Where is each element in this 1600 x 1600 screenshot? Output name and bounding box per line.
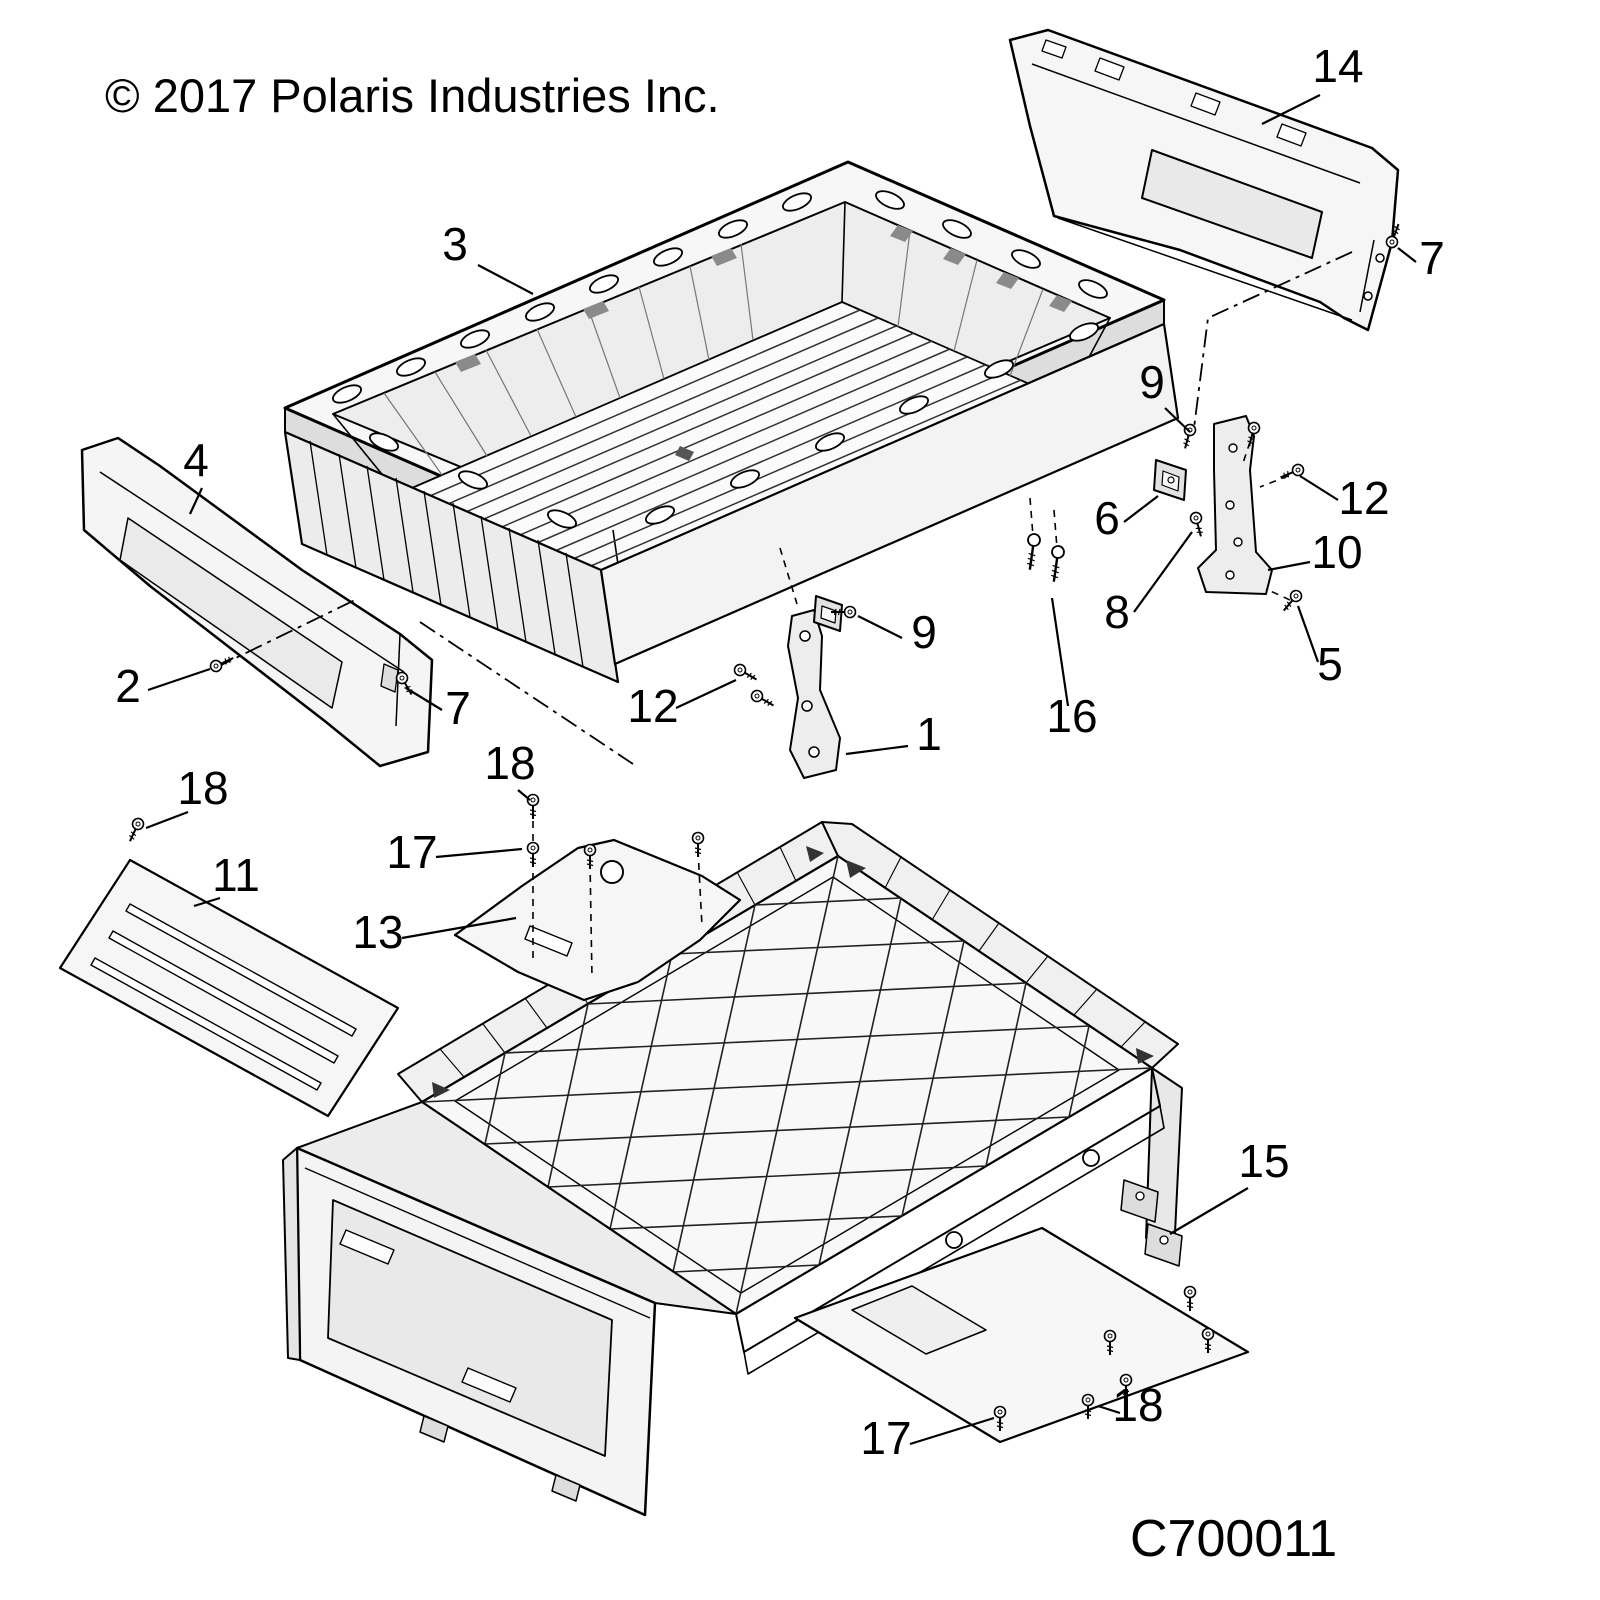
callout-8: 8 bbox=[1104, 586, 1130, 638]
callout-2: 2 bbox=[115, 660, 141, 712]
screw bbox=[526, 841, 540, 868]
callout-13: 13 bbox=[352, 906, 403, 958]
callout-12-left: 12 bbox=[627, 680, 678, 732]
screw bbox=[207, 651, 237, 675]
callout-15: 15 bbox=[1238, 1135, 1289, 1187]
floor-drain-hole bbox=[675, 446, 694, 461]
callout-17-a: 17 bbox=[386, 826, 437, 878]
screw bbox=[1183, 1285, 1197, 1312]
callout-3: 3 bbox=[442, 218, 468, 270]
rear-panel bbox=[1008, 28, 1400, 332]
corner-gussets bbox=[432, 846, 1154, 1098]
rear-bracket bbox=[1153, 415, 1273, 595]
callout-7-right: 7 bbox=[1419, 232, 1445, 284]
skid-panel bbox=[793, 1226, 1250, 1444]
rim-slots bbox=[455, 225, 1072, 372]
callout-11: 11 bbox=[212, 849, 260, 901]
callout-7-left: 7 bbox=[445, 682, 471, 734]
box-front-ribs bbox=[309, 440, 584, 668]
callout-1: 1 bbox=[916, 708, 942, 760]
callout-14: 14 bbox=[1312, 40, 1363, 92]
callout-6: 6 bbox=[1094, 492, 1120, 544]
callout-4: 4 bbox=[183, 434, 209, 486]
callout-17-b: 17 bbox=[860, 1412, 911, 1464]
side-panel bbox=[80, 436, 434, 768]
lattice-ribs bbox=[421, 855, 1153, 1315]
copyright-text: © 2017 Polaris Industries Inc. bbox=[105, 69, 720, 122]
box-wall-ribs bbox=[383, 230, 1044, 476]
screw bbox=[748, 687, 778, 712]
leader-lines bbox=[145, 94, 1417, 1446]
callout-18-a: 18 bbox=[177, 762, 228, 814]
box-front-right-face bbox=[599, 322, 1180, 666]
callout-5: 5 bbox=[1317, 638, 1343, 690]
bolt bbox=[1022, 532, 1042, 572]
screw bbox=[731, 661, 761, 686]
side-panel-slot bbox=[380, 663, 399, 693]
callout-18-b: 18 bbox=[484, 737, 535, 789]
front-bracket bbox=[787, 595, 843, 779]
screw bbox=[691, 831, 705, 858]
callout-16: 16 bbox=[1046, 690, 1097, 742]
center-lines bbox=[214, 251, 1353, 979]
callout-12-right: 12 bbox=[1338, 472, 1389, 524]
callout-10: 10 bbox=[1311, 526, 1362, 578]
callout-9-left: 9 bbox=[911, 606, 937, 658]
access-panel bbox=[453, 838, 742, 1002]
bolt bbox=[1046, 544, 1066, 584]
cargo-box bbox=[283, 160, 1180, 684]
box-floor-slats bbox=[415, 309, 1040, 581]
diagram-code: C700011 bbox=[1130, 1510, 1337, 1568]
screw bbox=[1178, 422, 1198, 451]
box-front-left-face bbox=[283, 430, 620, 684]
callout-18-c: 18 bbox=[1112, 1379, 1163, 1431]
callout-9-right: 9 bbox=[1139, 356, 1165, 408]
screw bbox=[123, 815, 147, 845]
rear-panel-notches bbox=[1041, 39, 1307, 147]
rim-holes bbox=[332, 190, 1108, 529]
screw bbox=[1277, 461, 1307, 484]
heat-shield-panel bbox=[58, 858, 400, 1118]
